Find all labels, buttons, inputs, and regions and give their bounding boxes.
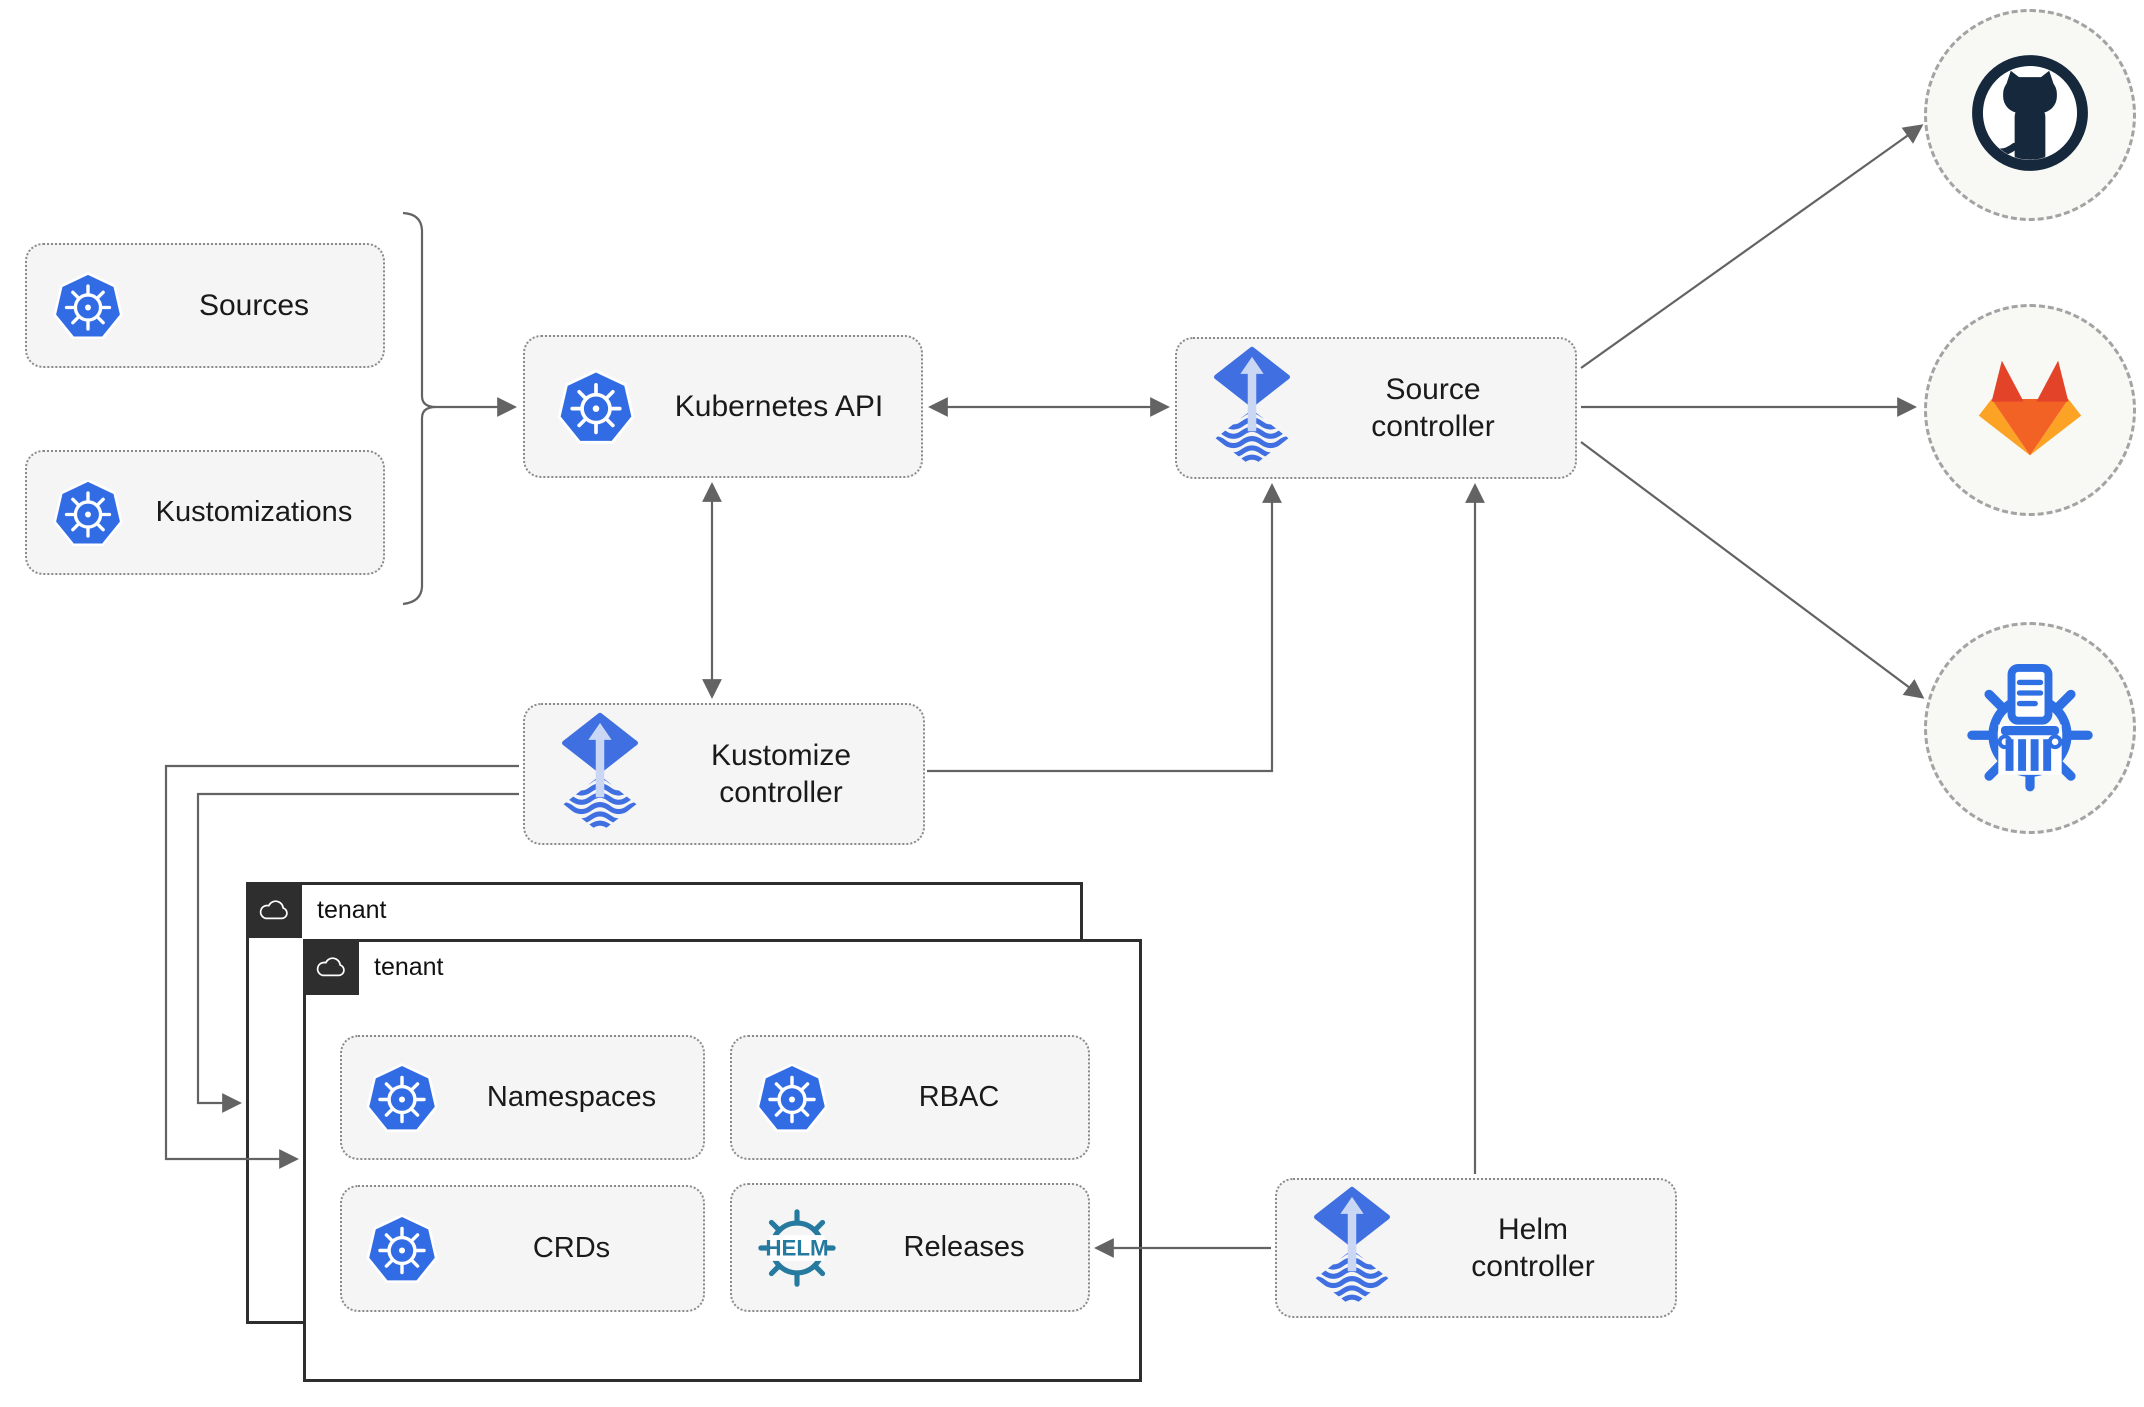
tenant-front-label: tenant [374, 952, 444, 981]
remote-github [1924, 9, 2136, 221]
flux-icon [1213, 346, 1291, 470]
helm-icon: HELM [754, 1205, 840, 1291]
node-sources-label: Sources [198, 288, 310, 322]
node-kustomize-controller: Kustomize controller [523, 703, 925, 845]
tenant-box-front: tenant [303, 939, 1142, 1382]
item-rbac: RBAC [730, 1035, 1090, 1160]
node-kustomize-controller-label: Kustomize controller [710, 738, 852, 810]
flux-icon [561, 712, 639, 836]
kubernetes-icon [364, 1060, 440, 1136]
item-crds-label: CRDs [532, 1232, 611, 1265]
item-rbac-label: RBAC [918, 1081, 1000, 1114]
node-source-controller-label: Source controller [1371, 372, 1495, 444]
item-crds: CRDs [340, 1185, 705, 1312]
item-namespaces: Namespaces [340, 1035, 705, 1160]
cloud-icon [246, 882, 302, 938]
kubernetes-icon [555, 366, 637, 448]
item-namespaces-label: Namespaces [486, 1081, 657, 1114]
remote-helm-repository [1924, 622, 2136, 834]
kubernetes-icon [51, 476, 125, 550]
flux-icon [1313, 1186, 1391, 1310]
item-releases: HELM Releases [730, 1183, 1090, 1312]
node-source-controller: Source controller [1175, 337, 1577, 479]
node-kustomizations-label: Kustomizations [155, 496, 353, 529]
node-helm-controller: Helm controller [1275, 1178, 1677, 1318]
node-kustomizations: Kustomizations [25, 450, 385, 575]
edge-source-to-helm-repository [1580, 441, 1925, 699]
tenant-back-label: tenant [317, 895, 387, 924]
gitlab-icon [1966, 354, 2094, 467]
bracket-sources-group [402, 211, 437, 606]
item-releases-label: Releases [903, 1231, 1025, 1264]
helm-icon-text: HELM [765, 1235, 828, 1260]
node-kubernetes-api-label: Kubernetes API [674, 389, 884, 423]
node-kubernetes-api: Kubernetes API [523, 335, 923, 478]
node-sources: Sources [25, 243, 385, 368]
github-icon [1966, 49, 2094, 182]
kubernetes-icon [754, 1060, 830, 1136]
node-helm-controller-label: Helm controller [1471, 1212, 1595, 1284]
kubernetes-icon [364, 1211, 440, 1287]
kubernetes-icon [51, 269, 125, 343]
remote-gitlab [1924, 304, 2136, 516]
helm-repository-icon [1964, 660, 2096, 797]
edge-kustomize-to-source [927, 483, 1282, 773]
edge-source-to-github [1580, 124, 1924, 369]
cloud-icon [303, 939, 359, 995]
